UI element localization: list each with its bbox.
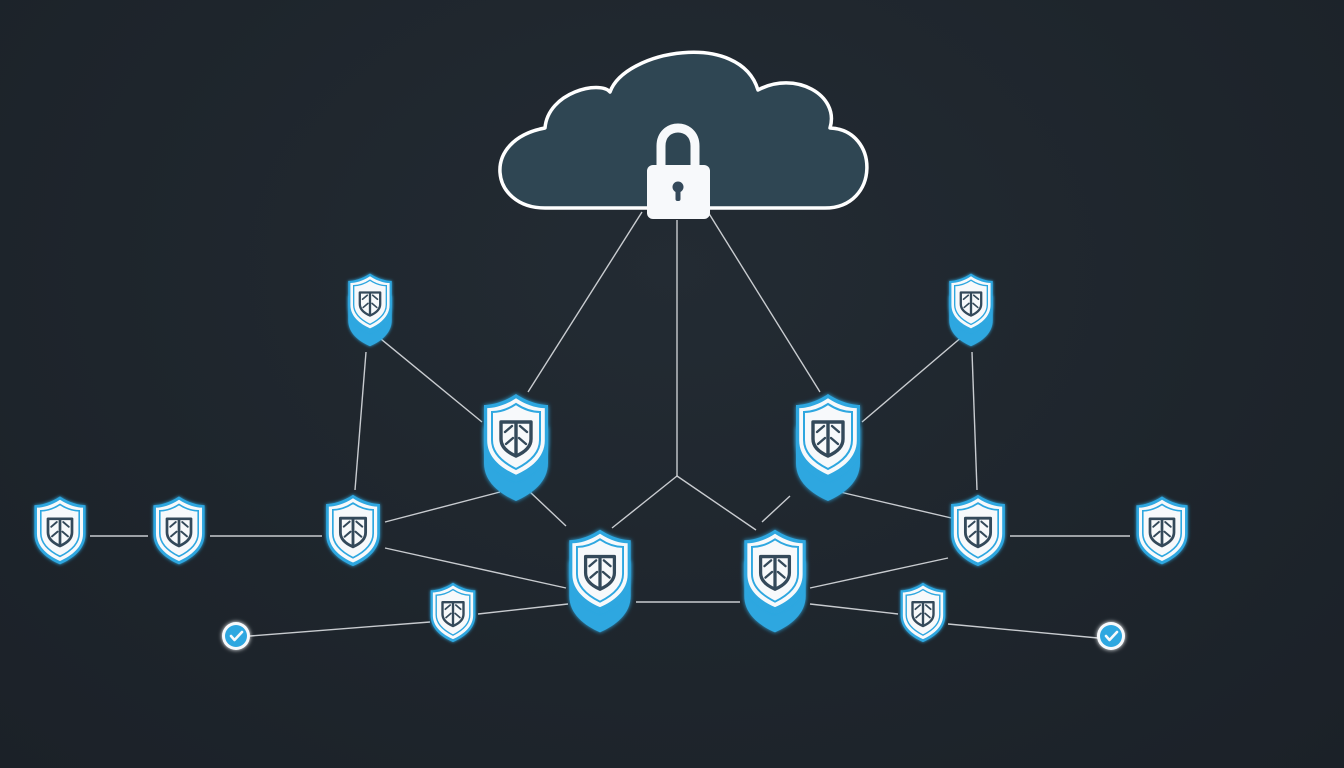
connector-line-21 [809,603,899,615]
shield-inner-ring [956,502,1000,559]
connector-line-4 [676,475,757,531]
shield-icon-n-mid-left [484,394,548,501]
check-fill [225,625,247,647]
shield-emblem [165,517,193,548]
check-mark [229,630,244,642]
shield-inner-ring [905,588,941,636]
shield-emblem [499,420,533,458]
shield-inner-ring [803,402,853,471]
connector-line-6 [861,329,971,423]
shield-icon-n-right-3 [951,494,1005,567]
shield-inner-ring [435,588,471,636]
check-nodes [222,622,1125,650]
shield-emblem [358,291,382,317]
emblem-marks [1152,521,1172,538]
emblem-marks [967,520,989,538]
shield-icon-n-top-right [949,273,993,347]
check-mark [1104,630,1119,642]
shield-icon-n-left-2 [153,496,205,565]
shield-emblem [1148,517,1176,548]
shield-icon-n-mid-right [796,394,860,501]
shield-icon-n-center-right [744,529,806,633]
shield-icon-n-top-left [348,273,392,347]
shield-inner-ring [39,503,81,558]
emblem-marks [588,559,612,579]
padlock-shackle [656,123,700,173]
shield-inner-ring [953,279,989,326]
connector-lines [90,211,1130,639]
connector-line-7 [354,351,367,491]
connector-line-19 [249,621,431,637]
shield-emblem [46,517,74,548]
emblem-marks [914,604,932,619]
shield-emblem [758,554,792,591]
connector-line-17 [809,557,949,589]
shield-icon-n-far-right [1136,496,1188,565]
shield-inner-ring [750,538,800,603]
shield-nodes [34,273,1188,643]
shield-inner-ring [1141,503,1183,558]
shield-icon-n-low-right [900,582,946,643]
padlock-keyhole-slot [675,188,681,201]
check-circle-icon-c-left [222,622,250,650]
shield-emblem [911,601,935,628]
shield-inner-ring [491,402,541,471]
emblem-marks [962,294,980,309]
shield-emblem [959,291,983,317]
shield-icon-n-far-left [34,496,86,565]
emblem-marks [361,294,379,309]
connector-line-22 [947,623,1099,639]
shield-emblem [963,516,993,549]
check-fill [1100,625,1122,647]
emblem-marks [342,520,364,538]
padlock-icon [647,123,710,219]
connector-line-16 [384,547,567,589]
connector-line-0 [527,211,643,393]
padlock-keyhole [672,181,684,193]
connector-line-20 [477,603,569,615]
cloud-node [498,50,869,219]
shield-inner-ring [352,279,388,326]
shield-icon-n-low-left [430,582,476,643]
check-circle-icon-c-right [1097,622,1125,650]
shield-icon-n-center-left [569,529,631,633]
connector-line-5 [369,329,483,423]
emblem-marks [169,521,189,538]
shield-emblem [338,516,368,549]
emblem-marks [444,604,462,619]
shield-inner-ring [575,538,625,603]
emblem-marks [815,424,841,446]
connector-line-3 [611,475,678,529]
shield-emblem [811,420,845,458]
connector-line-2 [707,211,821,393]
connector-line-14 [839,491,961,521]
connector-line-15 [761,495,791,523]
shield-emblem [583,554,617,591]
connector-line-8 [971,351,978,491]
emblem-marks [50,521,70,538]
connector-line-12 [384,491,501,523]
shield-icon-n-left-3 [326,494,380,567]
shield-inner-ring [158,503,200,558]
emblem-marks [763,559,787,579]
shield-inner-ring [331,502,375,559]
connector-line-13 [529,491,567,527]
shield-emblem [441,601,465,628]
emblem-marks [503,424,529,446]
